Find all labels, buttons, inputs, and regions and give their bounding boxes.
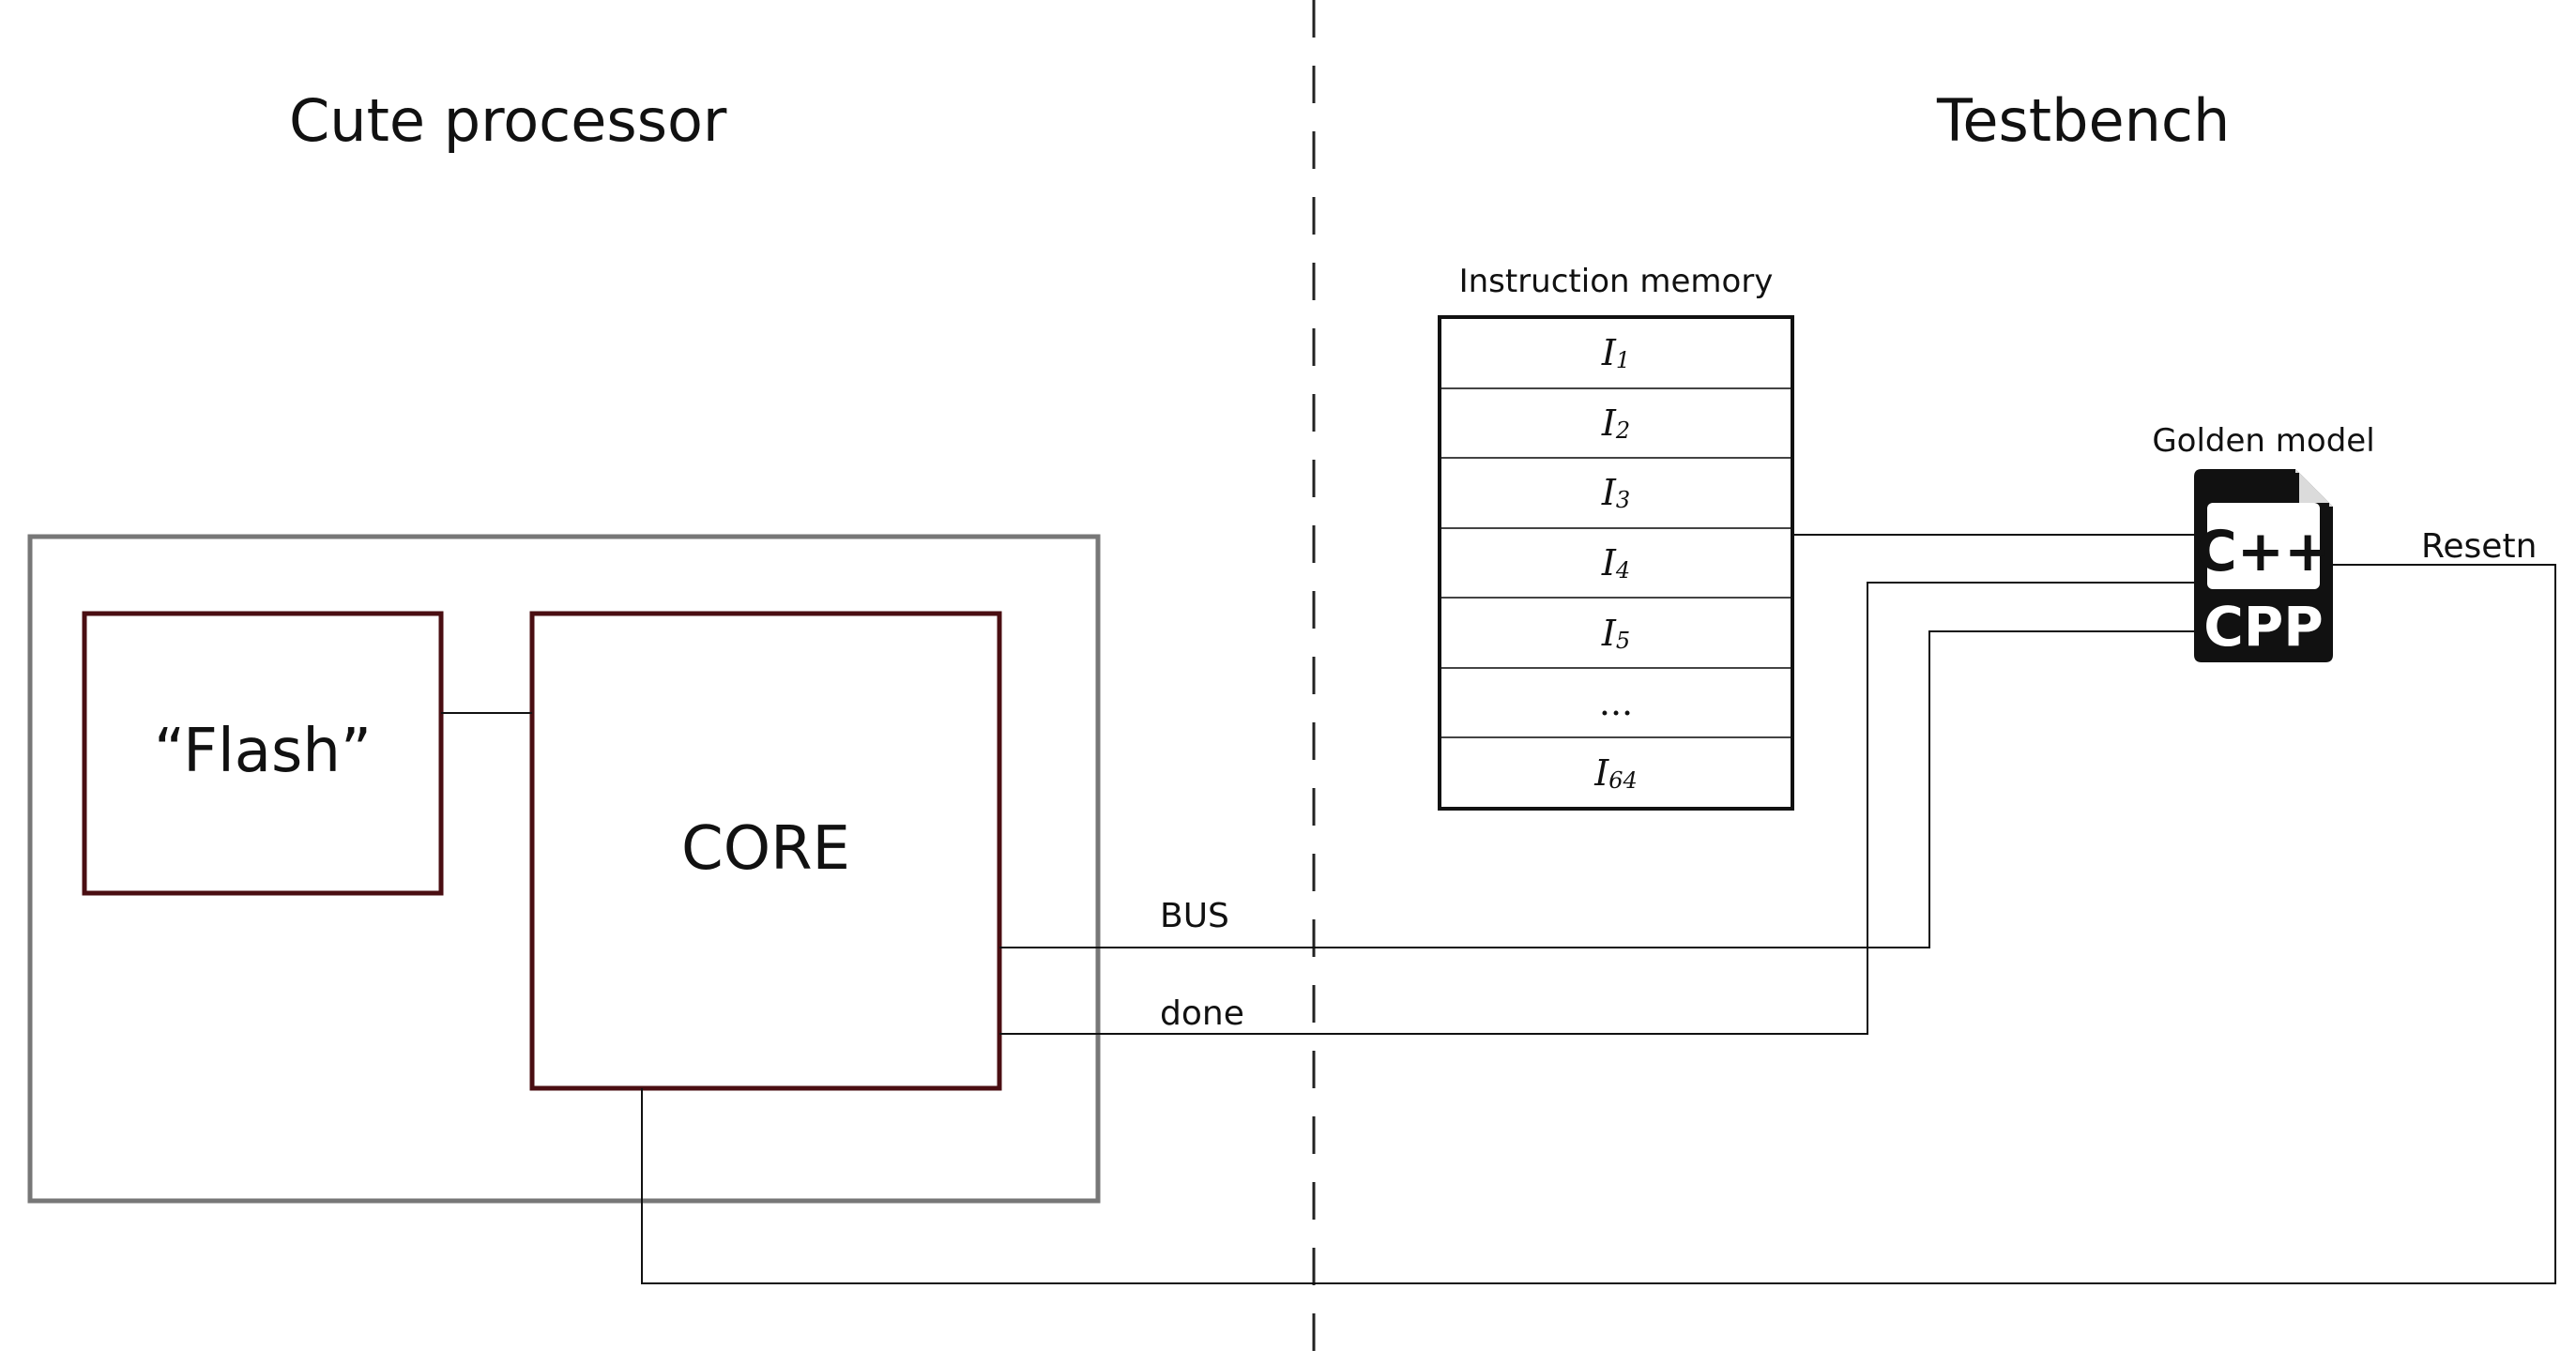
memory-row-index: 64 bbox=[1608, 766, 1638, 794]
resetn-label: Resetn bbox=[2421, 527, 2538, 566]
memory-row-index: 3 bbox=[1615, 487, 1631, 514]
memory-row-index: 5 bbox=[1615, 627, 1631, 654]
bus-wire bbox=[999, 630, 2194, 948]
done-label: done bbox=[1160, 994, 1244, 1033]
memory-row-label: ... bbox=[1598, 682, 1634, 724]
memory-row-index: 2 bbox=[1615, 417, 1631, 444]
core-label: CORE bbox=[681, 814, 850, 884]
memory-row-index: 4 bbox=[1615, 557, 1631, 584]
section-title-processor: Cute processor bbox=[289, 86, 727, 155]
memory-row: ... bbox=[1441, 666, 1791, 737]
resetn-wire bbox=[641, 564, 2556, 1284]
flash-block bbox=[82, 611, 444, 896]
cpp-file-icon: C++ CPP bbox=[2194, 469, 2333, 662]
cpp-icon-top-text: C++ bbox=[2196, 519, 2332, 584]
flash-label: “Flash” bbox=[153, 717, 373, 786]
golden-model-title: Golden model bbox=[2152, 422, 2375, 460]
section-title-testbench: Testbench bbox=[1937, 86, 2231, 155]
memory-row-index: 1 bbox=[1615, 347, 1631, 374]
cpp-icon-bottom-text: CPP bbox=[2203, 595, 2324, 659]
memory-row-label: I bbox=[1601, 612, 1616, 654]
memory-title: Instruction memory bbox=[1458, 263, 1774, 300]
done-wire bbox=[999, 582, 2194, 1035]
core-block bbox=[529, 611, 1002, 1091]
processor-boundary bbox=[27, 534, 1101, 1204]
memory-row-label: I bbox=[1601, 542, 1616, 584]
memory-row-label: I bbox=[1601, 332, 1616, 374]
memory-row-label: I bbox=[1601, 402, 1616, 444]
bus-label: BUS bbox=[1160, 897, 1229, 935]
memory-row-label: I bbox=[1594, 751, 1609, 794]
memory-row-label: I bbox=[1601, 472, 1616, 514]
